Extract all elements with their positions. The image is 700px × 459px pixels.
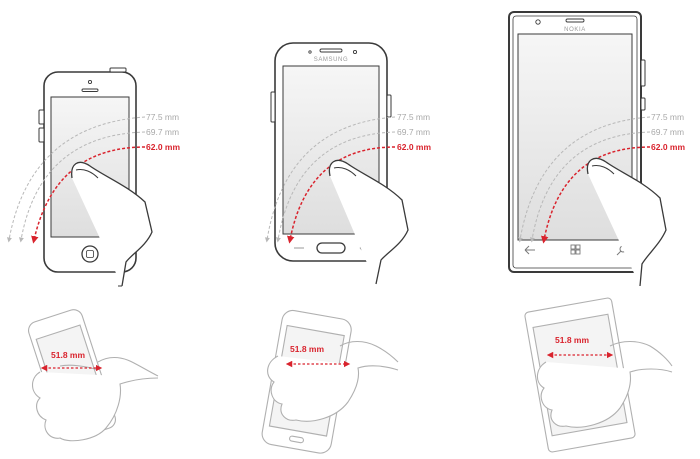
reach-label-long: 77.5 mm	[146, 112, 179, 122]
reach-arc-69-7	[275, 131, 396, 243]
reach-arc-77-5	[6, 116, 146, 243]
iphone-side-button	[38, 127, 45, 143]
grip-hand	[536, 361, 673, 428]
iphone-side-button	[38, 109, 45, 125]
reach-label-short: 62.0 mm	[146, 142, 180, 152]
galaxy-side-button	[270, 91, 276, 123]
thumb-hand	[71, 161, 153, 287]
windows-logo-icon	[570, 244, 581, 255]
reach-arc-77-5	[517, 116, 651, 243]
speaker-icon	[565, 18, 585, 23]
home-button-icon	[316, 242, 346, 254]
speaker-icon	[81, 88, 99, 92]
grip-hand	[267, 355, 399, 422]
galaxy-illustration: SAMSUNG 77.5 mm 69.7 mm 62.0 mm	[264, 42, 431, 285]
reach-arc-69-7	[529, 131, 651, 243]
width-label: 51.8 mm	[51, 350, 85, 360]
iphone-illustration: 77.5 mm 69.7 mm 62.0 mm	[6, 67, 180, 287]
reach-label-long: 77.5 mm	[651, 112, 684, 122]
camera-icon	[352, 49, 358, 55]
iphone-top-button	[109, 67, 127, 73]
reach-label-mid: 69.7 mm	[397, 127, 430, 137]
galaxy-side-button	[386, 94, 392, 118]
width-label: 51.8 mm	[290, 344, 324, 354]
back-arrow-icon	[524, 245, 535, 255]
reach-label-mid: 69.7 mm	[651, 127, 684, 137]
reach-arc-62-0	[541, 146, 651, 244]
reach-arc-62-0	[287, 146, 396, 244]
brand-label: NOKIA	[564, 27, 586, 33]
reach-label-short: 62.0 mm	[651, 142, 685, 152]
camera-icon	[87, 79, 93, 85]
thumb-hand	[586, 157, 667, 287]
iphone-grip-illustration	[28, 309, 159, 442]
lumia-side-button	[640, 59, 646, 87]
home-button-icon	[81, 245, 99, 263]
reach-arc-77-5	[264, 116, 396, 243]
lumia-side-button	[640, 97, 646, 111]
grip-hand	[31, 371, 159, 442]
camera-icon	[535, 19, 541, 25]
reach-arc-69-7	[18, 131, 146, 243]
brand-label: SAMSUNG	[314, 57, 349, 63]
lumia-illustration: NOKIA 77.5 mm 69.7 mm 62.0 mm	[508, 11, 685, 287]
thumb-hand	[328, 159, 409, 285]
reach-label-long: 77.5 mm	[397, 112, 430, 122]
speaker-icon	[319, 48, 343, 53]
reach-label-short: 62.0 mm	[397, 142, 431, 152]
reach-label-mid: 69.7 mm	[146, 127, 179, 137]
width-label: 51.8 mm	[555, 335, 589, 345]
lumia-grip-illustration	[524, 297, 673, 453]
galaxy-grip-illustration	[261, 309, 399, 454]
